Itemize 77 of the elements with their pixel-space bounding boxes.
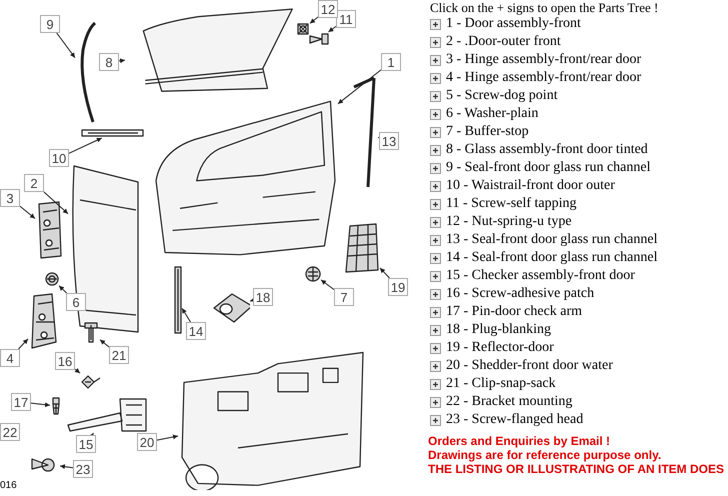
parts-list-item: 18 - Plug-blanking — [446, 322, 551, 338]
parts-list-item: 2 - .Door-outer front — [446, 34, 561, 50]
leader-line — [380, 268, 390, 278]
callout-number: 3 — [0, 189, 20, 207]
callout-number: 2 — [24, 174, 44, 192]
waistrail-drawing — [80, 128, 145, 138]
parts-list-item: 4 - Hinge assembly-front/rear door — [446, 70, 642, 86]
leader-line — [68, 138, 102, 154]
callout-number: 12 — [318, 0, 338, 18]
parts-list-item: 15 - Checker assembly-front door — [446, 268, 635, 284]
leader-line — [44, 192, 68, 214]
callout-number: 14 — [186, 322, 206, 340]
callout-number: 21 — [109, 346, 129, 364]
parts-list-item: 22 - Bracket mounting — [446, 394, 572, 410]
parts-list-item: 1 - Door assembly-front — [446, 16, 581, 32]
callout-number: 1 — [381, 53, 401, 71]
nut-drawing — [296, 22, 310, 36]
callout-number: 15 — [76, 435, 96, 453]
buffer-stop-drawing — [305, 266, 321, 282]
callout-number: 8 — [99, 53, 119, 71]
instruction-text: Click on the + signs to open the Parts Tree ! — [430, 0, 658, 16]
callout-number: 7 — [334, 288, 354, 306]
callout-number: 17 — [11, 393, 31, 411]
callout-number: 22 — [0, 423, 20, 441]
parts-list-item: 19 - Reflector-door — [446, 340, 554, 356]
clip-drawing — [82, 320, 100, 345]
pin-drawing — [50, 396, 62, 416]
callout-number: 9 — [40, 15, 60, 33]
parts-list-item: 23 - Screw-flanged head — [446, 412, 584, 428]
callout-number: 23 — [73, 460, 93, 478]
washer-drawing — [45, 272, 59, 286]
figure-number: 016 — [0, 479, 17, 493]
parts-list-item: 13 - Seal-front door glass run channel — [446, 232, 658, 248]
seal-strip-drawing — [172, 265, 182, 335]
callout-number: 13 — [379, 132, 399, 150]
leader-line — [182, 308, 191, 322]
leader-line — [250, 297, 256, 302]
parts-list-item: 8 - Glass assembly-front door tinted — [446, 142, 648, 158]
callout-number: 11 — [336, 10, 356, 28]
parts-list-item: 16 - Screw-adhesive patch — [446, 286, 594, 302]
parts-list-item: 7 - Buffer-stop — [446, 124, 529, 140]
screw-drawing — [308, 32, 330, 46]
callout-number: 19 — [388, 278, 408, 296]
leader-line — [56, 32, 76, 58]
callout-number: 10 — [49, 149, 69, 167]
leader-line — [18, 338, 28, 350]
parts-list-item: 12 - Nut-spring-u type — [446, 214, 572, 230]
parts-list-item: 11 - Screw-self tapping — [446, 196, 576, 212]
parts-list-item: 20 - Shedder-front door water — [446, 358, 613, 374]
parts-list-item: 6 - Washer-plain — [446, 106, 538, 122]
leader-line — [74, 368, 80, 374]
leader-line — [118, 58, 126, 64]
leader-line — [338, 69, 382, 104]
parts-list-item: 5 - Screw-dog point — [446, 88, 558, 104]
parts-list-item: 10 - Waistrail-front door outer — [446, 178, 615, 194]
parts-list-item: 3 - Hinge assembly-front/rear door — [446, 52, 642, 68]
notice-text: THE LISTING OR ILLUSTRATING OF AN ITEM DOES — [428, 462, 725, 476]
callout-number: 20 — [137, 433, 157, 451]
callout-number: 16 — [55, 352, 75, 370]
leader-line — [328, 26, 336, 32]
leader-line — [320, 279, 334, 290]
leader-line — [58, 285, 68, 294]
leader-line — [310, 16, 318, 24]
parts-list-item: 9 - Seal-front door glass run channel — [446, 160, 650, 176]
parts-list-item: 21 - Clip-snap-sack — [446, 376, 556, 392]
notice-text: Orders and Enquiries by Email ! — [428, 434, 612, 448]
parts-list-item: 17 - Pin-door check arm — [446, 304, 582, 320]
callout-number: 4 — [0, 349, 20, 367]
leader-line — [100, 339, 110, 348]
callout-number: 18 — [253, 288, 273, 306]
leader-line — [156, 434, 178, 441]
leader-line — [60, 464, 74, 470]
leader-line — [30, 402, 50, 408]
notice-text: Drawings are for reference purpose only. — [428, 448, 662, 462]
callout-number: 6 — [66, 293, 86, 311]
leader-line — [20, 206, 36, 219]
parts-list-item: 14 - Seal-front door glass run channel — [446, 250, 658, 266]
